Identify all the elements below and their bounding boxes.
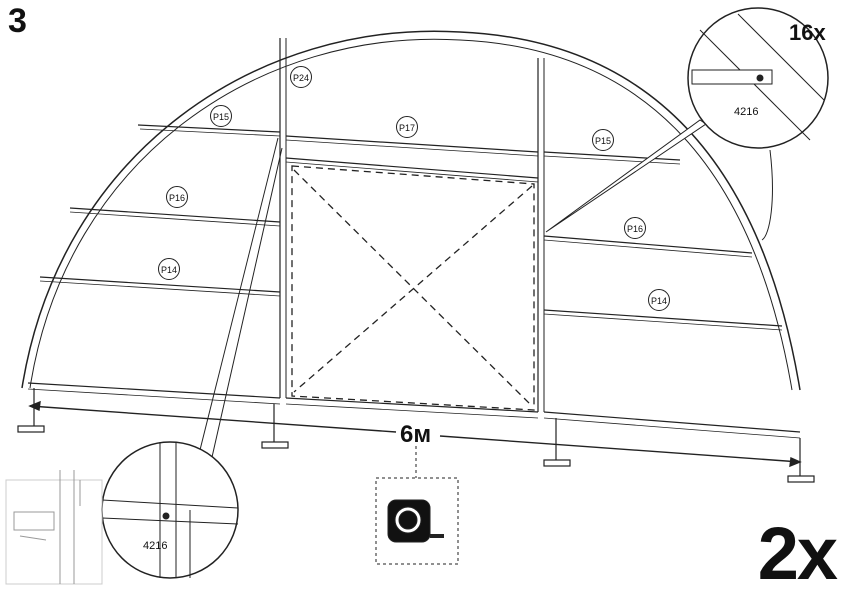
detail-circle-top xyxy=(687,7,829,149)
assembly-inset xyxy=(5,470,103,585)
detail-circle-bottom xyxy=(101,441,239,579)
part-label-p14-left: P14 xyxy=(158,258,180,280)
part-label-p15-right: P15 xyxy=(592,129,614,151)
detail-quantity: 16x xyxy=(789,20,826,45)
callout-lines xyxy=(195,119,773,467)
width-measurement: 6м xyxy=(400,421,432,448)
part-label-p16-right: P16 xyxy=(624,217,646,239)
part-label-p15-left: P15 xyxy=(210,105,232,127)
step-number: 3 xyxy=(8,2,27,40)
arch-inner xyxy=(29,38,793,391)
part-label-p16-left: P16 xyxy=(166,186,188,208)
tape-measure-icon xyxy=(375,446,459,565)
fastener-code-top: 4216 xyxy=(734,106,759,118)
part-label-p24: P24 xyxy=(290,66,312,88)
quantity-multiplier: 2x xyxy=(757,512,838,595)
part-label-p14-right: P14 xyxy=(648,289,670,311)
width-dimension xyxy=(28,400,802,468)
part-label-p17: P17 xyxy=(396,116,418,138)
fastener-code-bottom: 4216 xyxy=(143,540,168,552)
door-diagonal-measure xyxy=(291,165,535,411)
arch-outer xyxy=(21,30,801,391)
